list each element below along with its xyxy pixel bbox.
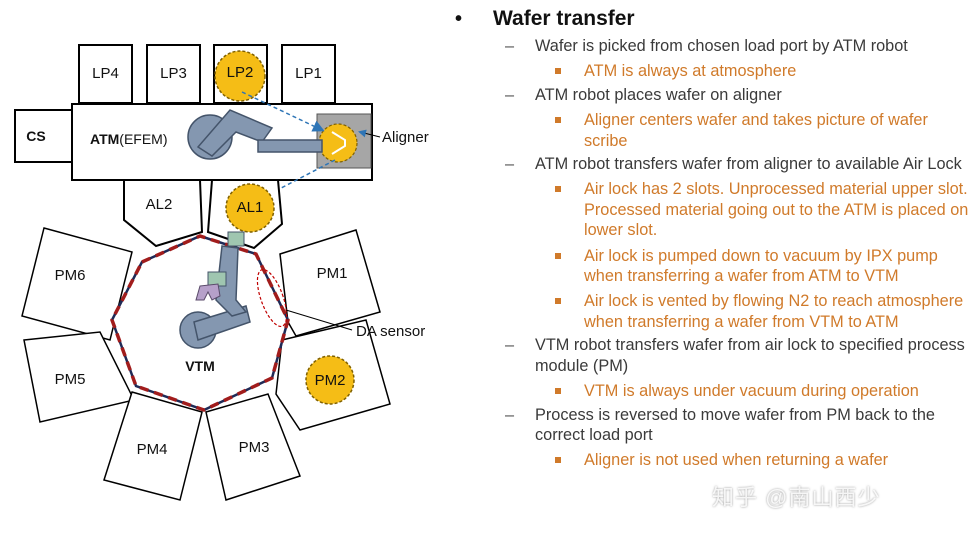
svg-text:Aligner: Aligner: [382, 129, 429, 146]
svg-text:PM4: PM4: [137, 441, 168, 458]
step-subitem: VTM is always under vacuum during operat…: [455, 381, 970, 401]
svg-text:PM3: PM3: [239, 439, 270, 456]
step-item: – VTM robot transfers wafer from air loc…: [455, 335, 970, 376]
process-module-pm1: PM1: [279, 229, 381, 337]
svg-text:VTM: VTM: [185, 358, 215, 374]
bullet-dot: •: [455, 8, 463, 30]
svg-text:LP3: LP3: [160, 65, 187, 82]
step-subitem: ATM is always at atmosphere: [455, 61, 970, 81]
watermark: 知乎 @南山西少: [712, 485, 881, 510]
step-subitem: Air lock is vented by flowing N2 to reac…: [455, 291, 970, 332]
vtm-robot: [179, 231, 251, 349]
svg-text:AL1: AL1: [237, 199, 264, 216]
svg-text:LP4: LP4: [92, 65, 119, 82]
step-item: – Process is reversed to move wafer from…: [455, 405, 970, 446]
process-module-pm6: PM6: [21, 227, 133, 341]
load-port-lp3: LP3: [146, 44, 201, 104]
svg-text:PM1: PM1: [317, 265, 348, 282]
svg-text:LP2: LP2: [227, 64, 254, 81]
svg-text:PM6: PM6: [55, 267, 86, 284]
process-module-pm5: PM5: [23, 331, 136, 423]
square-bullet-icon: [555, 298, 561, 305]
svg-text:PM2: PM2: [315, 372, 346, 389]
load-port-lp4: LP4: [78, 44, 133, 104]
step-text: Process is reversed to move wafer from P…: [535, 405, 935, 444]
square-bullet-icon: [555, 117, 561, 124]
notes-panel: • Wafer transfer – Wafer is picked from …: [455, 6, 970, 471]
svg-text:PM5: PM5: [55, 371, 86, 388]
wafer-at-aligner: [318, 123, 358, 163]
svg-text:ATM(EFEM): ATM(EFEM): [90, 131, 168, 147]
cluster-tool-diagram: LP4 LP3 LP2 LP1 CS ATM(EFEM) Aligner: [14, 44, 429, 501]
da-sensor: DA sensor: [256, 268, 425, 340]
square-bullet-icon: [555, 457, 561, 464]
airlock-al2: AL2: [123, 179, 204, 248]
svg-text:AL2: AL2: [146, 196, 173, 213]
process-module-pm4: PM4: [103, 391, 203, 501]
square-bullet-icon: [555, 186, 561, 193]
cs-box: CS: [14, 109, 73, 163]
step-subitem: Aligner centers wafer and takes picture …: [455, 110, 970, 151]
vtm-end-effector: [195, 283, 221, 301]
svg-text:LP1: LP1: [295, 65, 322, 82]
wafer-at-lp2: [214, 50, 266, 102]
aligner: Aligner: [316, 113, 429, 169]
step-text: Wafer is picked from chosen load port by…: [535, 37, 908, 55]
load-port-lp1: LP1: [281, 44, 336, 104]
transfer-arrow-lp2-to-aligner: [241, 91, 325, 132]
step-text: ATM robot places wafer on aligner: [535, 85, 782, 104]
step-text: VTM robot transfers wafer from air lock …: [535, 336, 965, 375]
step-item: – ATM robot places wafer on aligner: [455, 85, 970, 105]
step-subitem: Air lock has 2 slots. Unprocessed materi…: [455, 179, 970, 240]
process-module-pm3: PM3: [205, 393, 301, 501]
airlock-al1: AL1: [206, 179, 284, 250]
square-bullet-icon: [555, 252, 561, 259]
step-item: – Wafer is picked from chosen load port …: [455, 36, 970, 56]
atm-robot: [187, 109, 323, 160]
step-subitem: Air lock is pumped down to vacuum by IPX…: [455, 246, 970, 287]
step-subitem: Aligner is not used when returning a waf…: [455, 450, 970, 470]
wafer-at-pm2: [305, 355, 355, 405]
svg-text:CS: CS: [26, 128, 45, 144]
process-module-pm2: PM2: [275, 319, 391, 431]
svg-text:DA sensor: DA sensor: [356, 323, 425, 340]
square-bullet-icon: [555, 68, 561, 75]
square-bullet-icon: [555, 388, 561, 395]
main-bullet: • Wafer transfer: [455, 6, 970, 32]
step-item: – ATM robot transfers wafer from aligner…: [455, 154, 970, 174]
notes-title: Wafer transfer: [493, 7, 635, 30]
wafer-at-al1: [225, 183, 275, 233]
step-text: ATM robot transfers wafer from aligner t…: [535, 155, 962, 174]
load-port-lp2: LP2: [213, 44, 268, 104]
